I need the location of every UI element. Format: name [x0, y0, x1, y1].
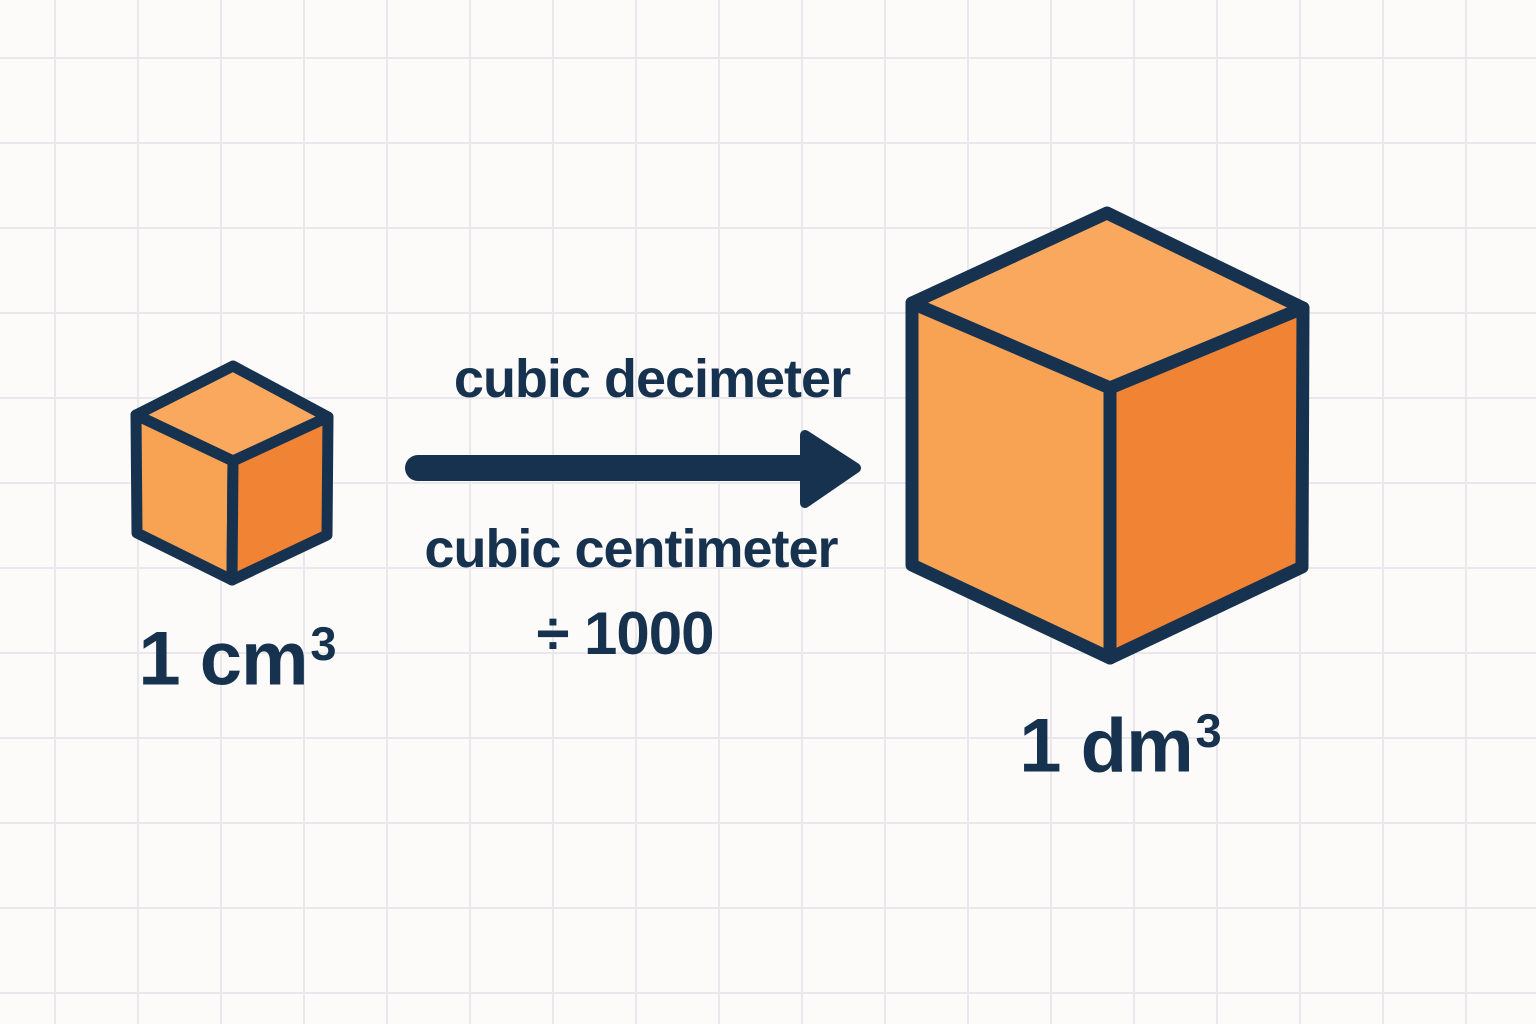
conversion-operation-label: ÷ 1000 [536, 600, 714, 667]
small-cube-label: 1 cm3 [138, 617, 336, 698]
large-cube-label-exponent: 3 [1195, 704, 1222, 757]
small-cube-label-text: 1 cm [138, 616, 308, 702]
small-cube-right-face [226, 411, 334, 586]
large-cube-illustration [905, 206, 1310, 665]
conversion-from-label: cubic decimeter [453, 349, 851, 409]
small-cube-label-exponent: 3 [310, 617, 336, 670]
arrow-head [800, 430, 861, 508]
large-cube-label-text: 1 dm [1019, 703, 1193, 789]
small-cube-illustration [130, 360, 334, 586]
large-cube-label: 1 dm3 [1019, 704, 1222, 785]
right-arrow-icon [405, 430, 861, 508]
conversion-to-label: cubic centimeter [424, 519, 838, 579]
large-cube-right-face [1103, 301, 1310, 665]
